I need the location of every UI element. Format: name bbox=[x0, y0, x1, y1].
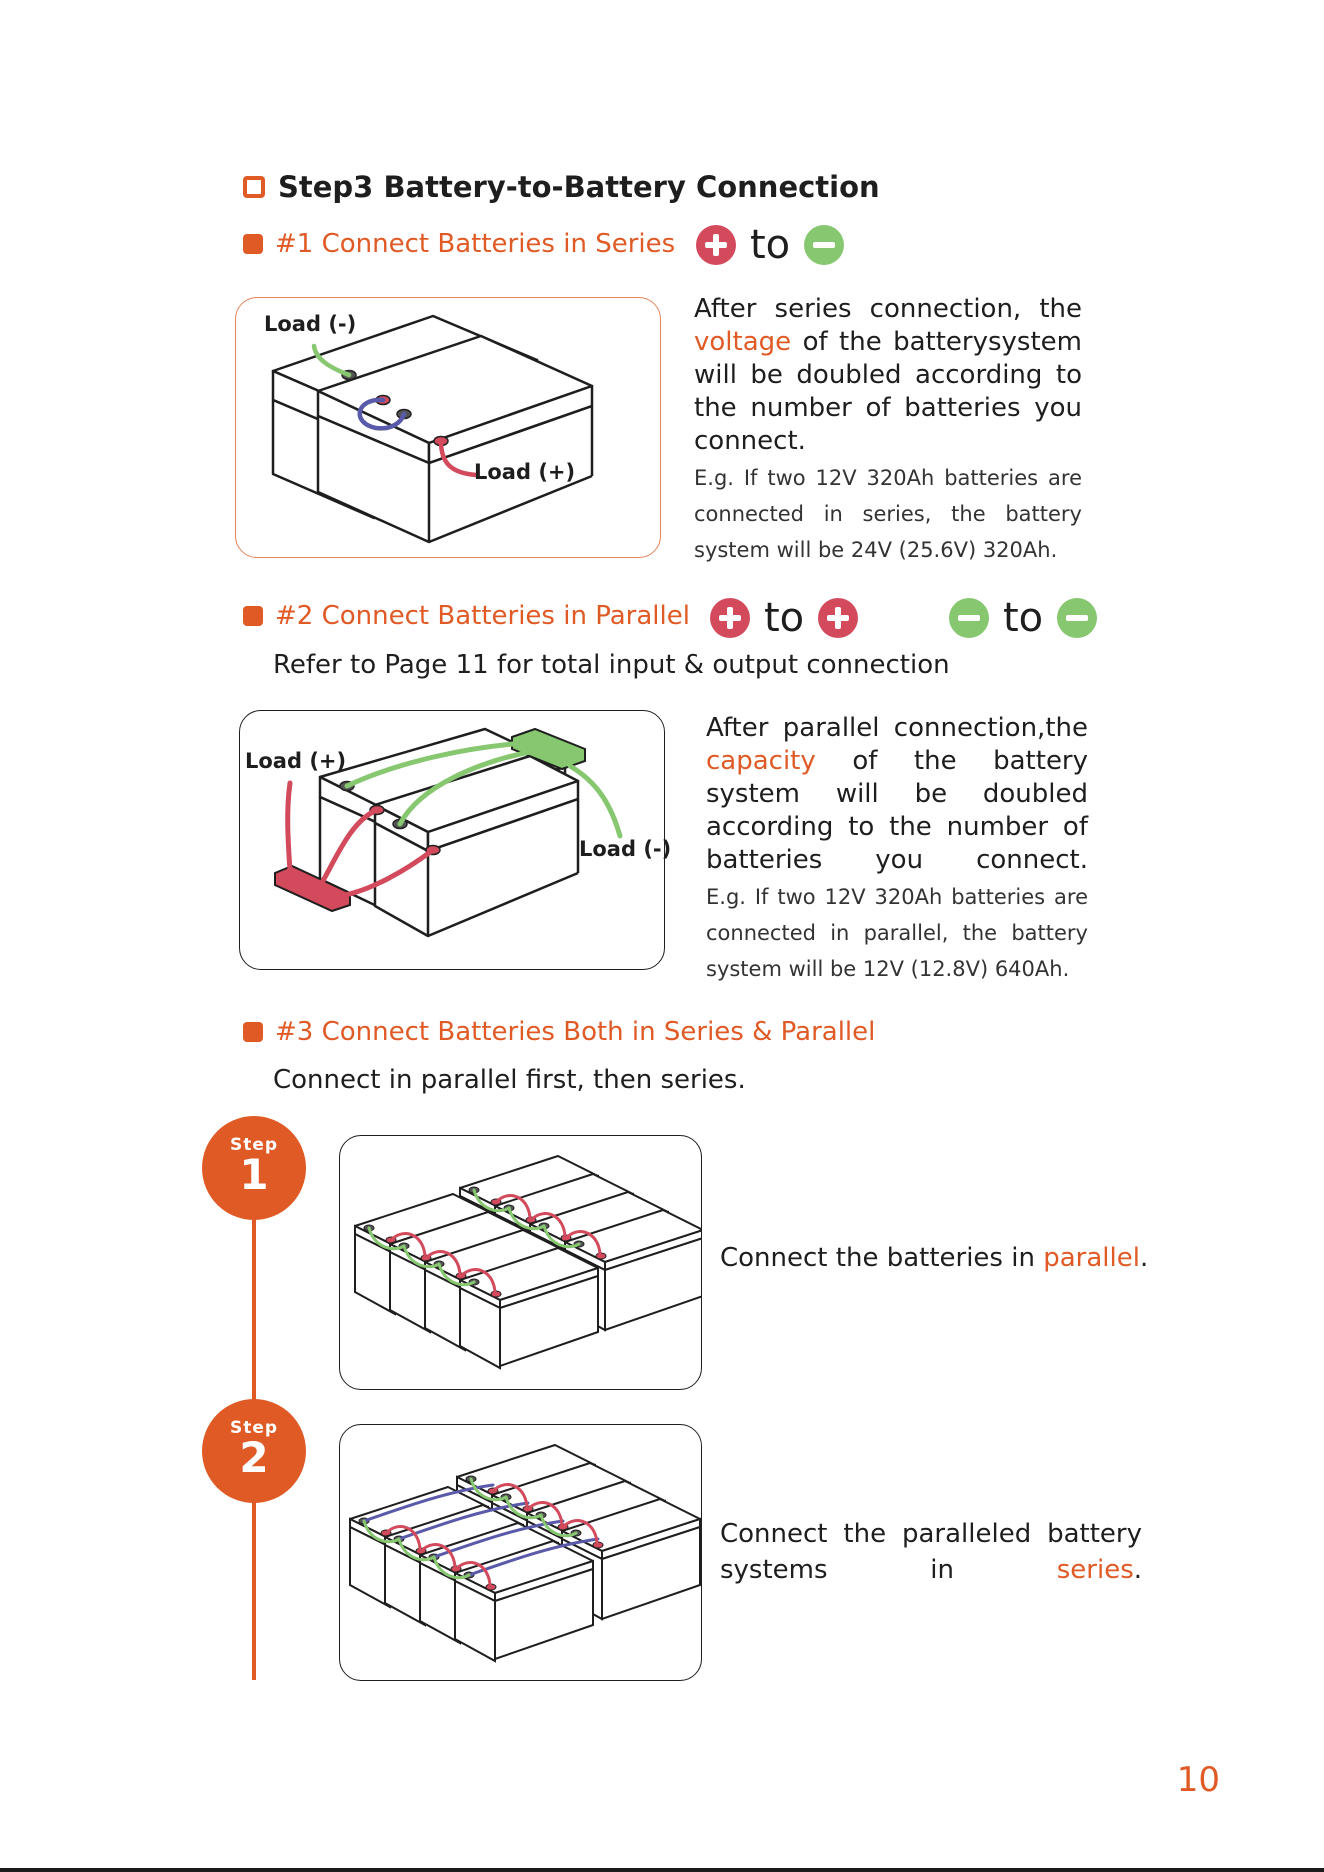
plus-icon bbox=[710, 598, 750, 638]
page-number: 10 bbox=[1177, 1760, 1220, 1800]
series-diagram: Load (-) Load (+) bbox=[235, 297, 661, 558]
series-highlight: series bbox=[1057, 1555, 1134, 1585]
parallel-highlight: parallel bbox=[1043, 1243, 1140, 1273]
step-2-text: Connect the paralleled battery systems i… bbox=[720, 1516, 1142, 1588]
parallel-diagram: Load (+) Load (-) bbox=[239, 710, 665, 970]
filled-square-icon bbox=[243, 234, 263, 254]
timeline-line bbox=[252, 1502, 256, 1680]
parallel-paragraph: After parallel connection,the capacity o… bbox=[706, 712, 1088, 877]
section-heading: Step3 Battery-to-Battery Connection bbox=[243, 170, 880, 204]
load-negative-label: Load (-) bbox=[579, 837, 671, 861]
load-positive-label: Load (+) bbox=[245, 749, 346, 773]
plus-icon bbox=[818, 598, 858, 638]
parallel-polarity-positive: to bbox=[710, 595, 858, 641]
minus-icon bbox=[804, 225, 844, 265]
voltage-highlight: voltage bbox=[694, 327, 791, 357]
bottom-border bbox=[0, 1868, 1324, 1872]
series-polarity: to bbox=[696, 222, 844, 268]
parallel-heading: #2 Connect Batteries in Parallel bbox=[243, 601, 690, 631]
load-negative-label: Load (-) bbox=[264, 312, 356, 336]
step-2-diagram bbox=[339, 1424, 702, 1681]
load-positive-label: Load (+) bbox=[474, 460, 575, 484]
step-1-diagram bbox=[339, 1135, 702, 1390]
section-heading-text: Step3 Battery-to-Battery Connection bbox=[278, 170, 880, 204]
both-heading-text: #3 Connect Batteries Both in Series & Pa… bbox=[275, 1017, 875, 1047]
capacity-highlight: capacity bbox=[706, 746, 816, 776]
step-2-badge: Step 2 bbox=[202, 1399, 306, 1503]
step-1-battery-bank-illustration bbox=[340, 1136, 701, 1389]
parallel-description: After parallel connection,the capacity o… bbox=[706, 712, 1088, 987]
filled-square-icon bbox=[243, 606, 263, 626]
series-batteries-illustration bbox=[236, 298, 660, 557]
timeline-line bbox=[252, 1216, 256, 1404]
minus-icon bbox=[949, 598, 989, 638]
plus-icon bbox=[696, 225, 736, 265]
series-heading-text: #1 Connect Batteries in Series bbox=[275, 229, 675, 259]
filled-square-icon bbox=[243, 1022, 263, 1042]
step-1-badge: Step 1 bbox=[202, 1116, 306, 1220]
parallel-heading-text: #2 Connect Batteries in Parallel bbox=[275, 601, 690, 631]
parallel-refer-text: Refer to Page 11 for total input & outpu… bbox=[273, 650, 950, 680]
series-example: E.g. If two 12V 320Ah batteries are conn… bbox=[694, 460, 1082, 568]
parallel-polarity-negative: to bbox=[949, 595, 1097, 641]
to-text: to bbox=[764, 595, 804, 641]
series-description: After series connection, the voltage of … bbox=[694, 293, 1082, 568]
series-heading: #1 Connect Batteries in Series bbox=[243, 229, 675, 259]
both-subtitle: Connect in parallel first, then series. bbox=[273, 1065, 746, 1095]
outline-square-icon bbox=[243, 176, 265, 198]
both-heading: #3 Connect Batteries Both in Series & Pa… bbox=[243, 1017, 875, 1047]
parallel-example: E.g. If two 12V 320Ah batteries are conn… bbox=[706, 879, 1088, 987]
minus-icon bbox=[1057, 598, 1097, 638]
to-text: to bbox=[1003, 595, 1043, 641]
step-1-text: Connect the batteries in parallel. bbox=[720, 1243, 1148, 1273]
to-text: to bbox=[750, 222, 790, 268]
series-paragraph: After series connection, the voltage of … bbox=[694, 293, 1082, 458]
step-2-battery-bank-illustration bbox=[340, 1425, 701, 1680]
